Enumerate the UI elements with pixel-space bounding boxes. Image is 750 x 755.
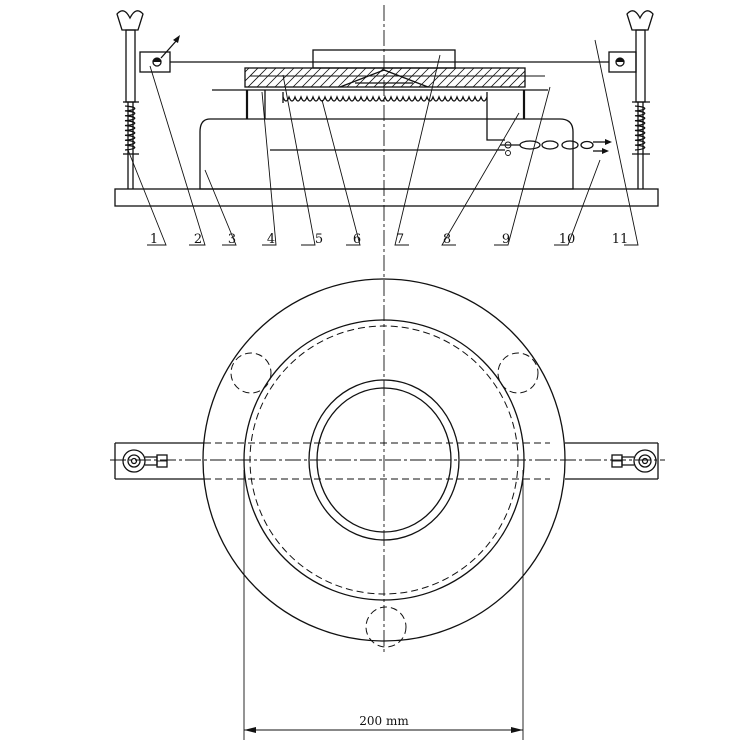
- hidden-ring: [249, 325, 519, 595]
- part-label: 3: [228, 232, 236, 247]
- dimension-label: 200 mm: [359, 714, 409, 728]
- opening-inner: [316, 387, 452, 533]
- outer-flange: [202, 278, 566, 642]
- left-clamp: [116, 10, 180, 189]
- part-label: 5: [315, 232, 323, 247]
- leader-lines: [127, 39, 639, 246]
- part-label: 4: [267, 232, 275, 247]
- base-plate: [114, 188, 659, 207]
- part-label: 6: [353, 232, 361, 247]
- bolt-hole-right: [497, 352, 539, 394]
- lid: [244, 67, 526, 88]
- plan-view: 200 mm: [110, 278, 665, 740]
- bolt-hole-left: [230, 352, 272, 394]
- thermocouple-junction: [500, 140, 594, 156]
- part-label: 8: [443, 232, 451, 247]
- conical-recess: [339, 69, 429, 88]
- bolt-hole-bottom: [365, 606, 407, 648]
- chamber-ring: [243, 319, 525, 601]
- part-label: 1: [150, 232, 158, 247]
- opening-outer: [308, 379, 460, 541]
- thermocouple-arrows: [593, 139, 612, 154]
- right-arm: [565, 442, 659, 480]
- dimension-200mm: 200 mm: [243, 470, 524, 740]
- part-label: 9: [502, 232, 510, 247]
- part-label: 7: [396, 232, 404, 247]
- right-clamp: [608, 10, 654, 189]
- lower-chamber: [199, 118, 574, 190]
- thermocouple-wire: [486, 103, 505, 141]
- part-labels: 1 2 3 4 5 6 7 8 9 10 11: [150, 232, 628, 247]
- part-label: 11: [612, 232, 629, 247]
- part-label: 10: [559, 232, 576, 247]
- heater-coil: [282, 92, 488, 103]
- elevation-view: 1 2 3 4 5 6 7 8 9 10 11: [114, 5, 659, 655]
- left-arm: [114, 442, 550, 480]
- top-block: [312, 49, 456, 69]
- part-label: 2: [194, 232, 202, 247]
